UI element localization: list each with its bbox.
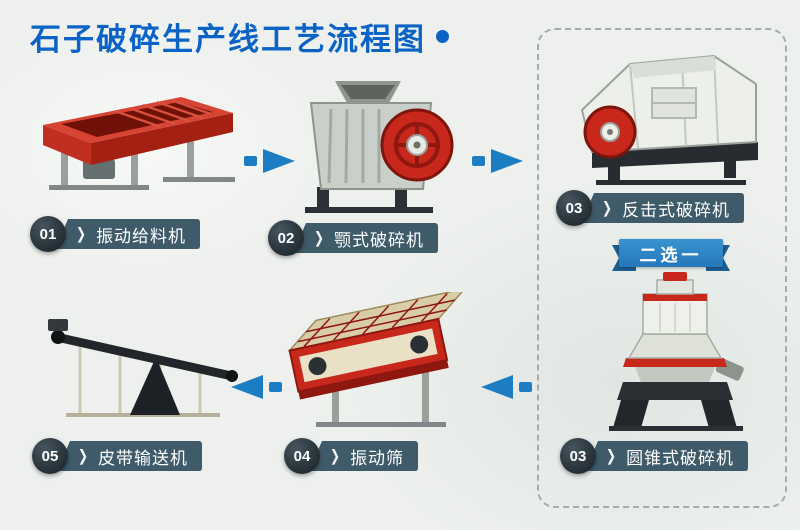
step-label: ❯ 皮带输送机 <box>57 441 203 471</box>
arrow-left-icon <box>481 375 532 399</box>
chevron-right-icon: ❯ <box>76 224 88 244</box>
belt-conveyor-icon <box>48 319 238 417</box>
jaw-crusher-icon <box>305 81 454 213</box>
arrow-left-icon <box>231 375 282 399</box>
step-label: ❯ 颚式破碎机 <box>293 223 439 253</box>
vibrating-screen-icon <box>287 292 467 427</box>
step-number-badge: 01 <box>30 216 66 252</box>
step-label: ❯ 振动筛 <box>309 441 419 471</box>
chevron-right-icon: ❯ <box>606 446 618 466</box>
chevron-right-icon: ❯ <box>78 446 90 466</box>
step-label-text: 振动筛 <box>350 448 405 468</box>
step-number-badge: 03 <box>560 438 596 474</box>
step-label-text: 反击式破碎机 <box>622 200 731 220</box>
step-label-text: 颚式破碎机 <box>334 230 425 250</box>
chevron-right-icon: ❯ <box>314 228 326 248</box>
step-number-badge: 02 <box>268 220 304 256</box>
step-label-text: 振动给料机 <box>96 226 187 246</box>
step-label-text: 皮带输送机 <box>98 448 189 468</box>
step-label: ❯ 圆锥式破碎机 <box>585 441 749 471</box>
arrow-right-icon <box>244 149 295 173</box>
chevron-right-icon: ❯ <box>330 446 342 466</box>
choice-ribbon: 二选一 <box>612 239 730 273</box>
step-number-badge: 04 <box>284 438 320 474</box>
cone-crusher-icon <box>609 272 744 431</box>
page-title: 石子破碎生产线工艺流程图 <box>30 22 426 57</box>
step-label: ❯ 振动给料机 <box>55 219 201 249</box>
step-number-badge: 03 <box>556 190 592 226</box>
step-label-text: 圆锥式破碎机 <box>626 448 735 468</box>
impact-crusher-icon <box>580 54 758 185</box>
vibrating-feeder-icon <box>43 97 235 190</box>
chevron-right-icon: ❯ <box>602 198 614 218</box>
arrow-right-icon <box>472 149 523 173</box>
title-dot-icon <box>436 30 449 43</box>
choice-ribbon-label: 二选一 <box>619 239 723 267</box>
step-label: ❯ 反击式破碎机 <box>581 193 745 223</box>
choice-group-box <box>537 28 787 508</box>
step-number-badge: 05 <box>32 438 68 474</box>
